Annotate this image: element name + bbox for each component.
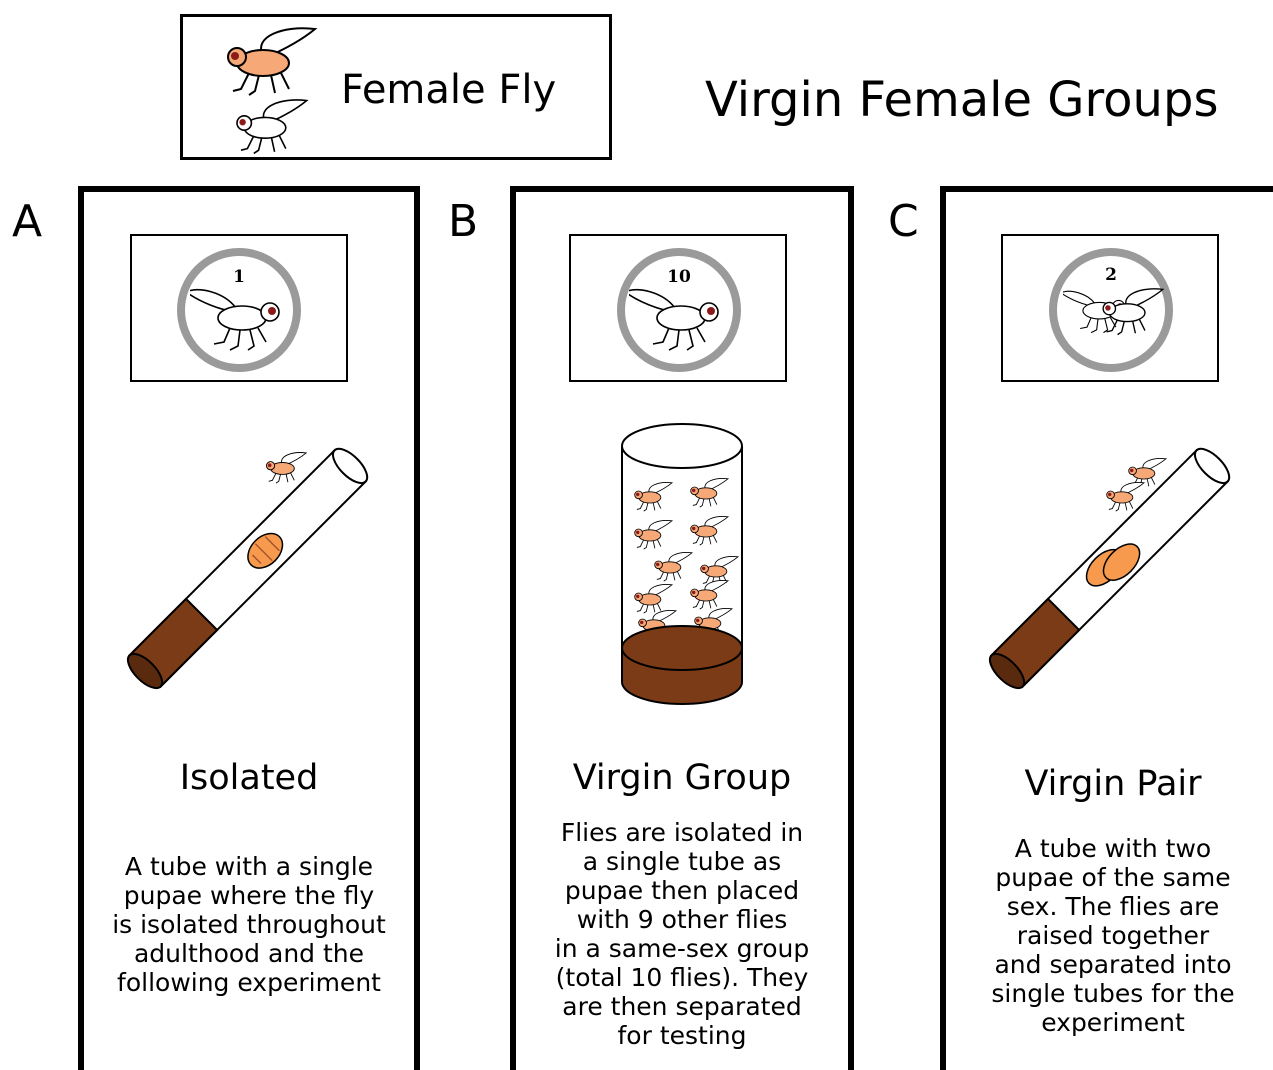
pair-tube-icon (946, 422, 1273, 722)
count-label: 2 (1105, 265, 1117, 285)
panel-title: Isolated (84, 758, 414, 798)
panel-description: A tube with a single pupae where the fly… (84, 852, 414, 997)
white-female-fly-icon (237, 100, 307, 153)
count-label: 10 (667, 267, 691, 287)
orange-fly-icon (266, 453, 306, 484)
legend-label: Female Fly (341, 67, 556, 113)
panel-c-letter: C (888, 196, 919, 247)
panel-virgin-group: 10 Virgin Group Flies are isolated in a … (510, 186, 854, 1070)
orange-female-fly-icon (228, 28, 315, 95)
count-dish-icon: 10 (571, 236, 789, 384)
food-icon (622, 626, 742, 670)
panel-title: Virgin Pair (946, 764, 1273, 804)
group-vial-icon (516, 420, 860, 720)
panel-description: A tube with two pupae of the same sex. T… (946, 834, 1273, 1037)
panel-description: Flies are isolated in a single tube as p… (516, 818, 848, 1050)
orange-fly-icon (1107, 483, 1144, 512)
count-label: 1 (233, 267, 245, 287)
count-box: 10 (569, 234, 787, 382)
page-title: Virgin Female Groups (705, 72, 1218, 128)
panel-isolated: 1 Isolated A tube with a single pupae wh… (78, 186, 420, 1070)
count-box: 1 (130, 234, 348, 382)
count-dish-icon: 1 (132, 236, 350, 384)
panel-b-letter: B (448, 196, 478, 247)
panel-a-letter: A (12, 196, 42, 247)
single-tube-icon (84, 422, 426, 722)
panel-virgin-pair: 2 Virgin Pair A tube with two pupae of t… (940, 186, 1273, 1070)
panel-title: Virgin Group (516, 758, 848, 798)
count-dish-icon: 2 (1003, 236, 1221, 384)
legend-box: Female Fly (180, 14, 612, 160)
count-box: 2 (1001, 234, 1219, 382)
